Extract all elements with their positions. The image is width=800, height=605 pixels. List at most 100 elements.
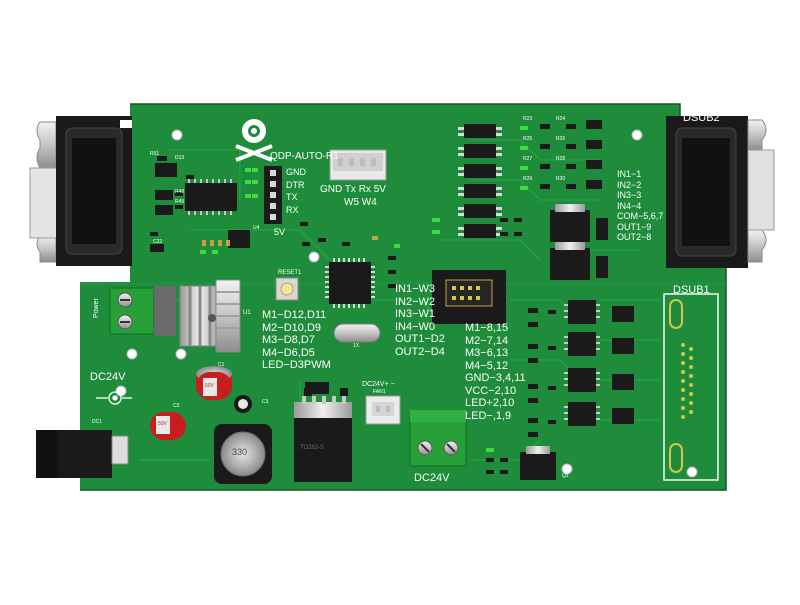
dsub1-map-line: M4−5,12 <box>465 359 509 372</box>
dsub1-map-line: M3−6,13 <box>465 347 509 359</box>
io-map-line: IN4−W0 <box>395 320 436 333</box>
dsub2-connector[interactable] <box>666 116 775 268</box>
optocoupler-array <box>432 120 602 238</box>
power-label: Power <box>93 298 100 318</box>
header-pin-list: GND DTR TX RX <box>286 166 306 216</box>
r51-ref: R51 <box>150 151 160 157</box>
motor-map-line: M3−D8,D7 <box>262 334 315 346</box>
r30-ref: R30 <box>556 176 566 182</box>
r29-ref: R29 <box>523 176 533 182</box>
dsub2-pin-map: IN1−1 IN2−2 IN3−3 IN4−4 COM−5,6,7 OUT1−9… <box>617 169 663 243</box>
motor-map-line: M2−D10,D9 <box>262 321 322 334</box>
serial-connector[interactable] <box>329 149 387 181</box>
reset-button[interactable] <box>275 277 299 301</box>
header-pin-5v: 5V <box>274 227 286 237</box>
dc24v-terminal-label: DC24V <box>414 472 450 484</box>
dsub2-label: DSUB2 <box>683 112 720 124</box>
regulator-marking: TO263-5 <box>300 445 324 451</box>
dc-jack-ref: DC1 <box>92 419 103 425</box>
fan-connector[interactable] <box>365 395 401 425</box>
mcu-chip <box>325 258 375 308</box>
dsub3-label: DSUB3 <box>79 275 100 281</box>
heatsink-regulator <box>179 279 241 353</box>
polarity-symbol <box>96 391 132 405</box>
idc-header[interactable] <box>432 270 506 324</box>
dsub1-map-line: LED−,1,9 <box>465 409 512 422</box>
q1-ref: Q1 <box>562 473 569 479</box>
header-pin: GND <box>286 167 306 177</box>
dsub2-map-line: OUT2−8 <box>617 232 652 242</box>
dsub1-pin-map: M1−8,15 M2−7,14 M3−6,13 M4−5,12 GND−3,4,… <box>465 322 526 422</box>
q1-transistor <box>486 446 556 480</box>
io-map-line: IN2−W2 <box>395 295 436 308</box>
dc-jack[interactable] <box>36 430 129 478</box>
left-logic-ics <box>150 163 250 252</box>
dsub2-map-line: IN4−4 <box>617 200 642 211</box>
r23-ref: R23 <box>523 116 533 122</box>
r49-ref: R49 <box>175 199 185 205</box>
header-pin: RX <box>286 204 299 215</box>
output-mosfets <box>550 204 608 280</box>
dsub1-label: DSUB1 <box>673 284 710 296</box>
dsub2-map-line: IN3−3 <box>617 190 642 200</box>
d13-ref: D13 <box>175 155 185 161</box>
logo-mark <box>235 119 273 162</box>
dsub1-footprint <box>663 293 719 481</box>
programming-header[interactable] <box>245 166 282 224</box>
cap-c1-ref: C1 <box>218 362 225 368</box>
fan-sub-label: FAN1 <box>373 389 386 395</box>
c22-ref: C22 <box>153 239 163 245</box>
io-map-line: OUT2−D4 <box>395 345 445 358</box>
mounting-holes <box>115 129 698 478</box>
crystal-ref: 1X <box>353 343 360 349</box>
power-inductor <box>214 424 272 484</box>
dsub1-map-line: M1−8,15 <box>465 322 509 334</box>
dsub1-map-line: M2−7,14 <box>465 334 509 347</box>
w-pin-label: W5 W4 <box>344 197 377 208</box>
mcu-ref: U4 <box>253 225 260 231</box>
r26-ref: R26 <box>556 136 566 142</box>
r48-ref: R48 <box>175 189 185 195</box>
dsub1-map-line: LED+2,10 <box>465 397 515 409</box>
r25-ref: R25 <box>523 136 533 142</box>
serial-pin-label: GND Tx Rx 5V <box>320 184 386 195</box>
inductor-marking: 330 <box>232 447 248 457</box>
reset-label: RESET1 <box>278 270 302 276</box>
io-map-line: IN1−W3 <box>395 283 436 295</box>
r24-ref: R24 <box>556 116 566 122</box>
cap-c1-marking: 50V <box>205 383 214 389</box>
smd-passives <box>150 156 400 288</box>
to263-regulator <box>294 388 352 482</box>
motor-map-line: M4−D6,D5 <box>262 346 315 359</box>
io-map-line: IN3−W1 <box>395 308 436 320</box>
cap-c3-ref: C3 <box>262 399 269 405</box>
motor-pin-map: M1−D12,D11 M2−D10,D9 M3−D8,D7 M4−D6,D5 L… <box>262 309 331 372</box>
schottky-diode <box>305 382 329 394</box>
crystal <box>333 323 381 343</box>
cap-c2-ref: C2 <box>173 403 180 409</box>
cap-c2-marking: 50V <box>158 421 167 427</box>
r27-ref: R27 <box>523 156 533 162</box>
dc-jack-label: DC24V <box>90 371 126 383</box>
io-pin-map: IN1−W3 IN2−W2 IN3−W1 IN4−W0 OUT1−D2 OUT2… <box>395 283 445 358</box>
dsub2-map-line: IN2−2 <box>617 179 642 190</box>
r28-ref: R28 <box>556 156 566 162</box>
dsub2-map-line: COM−5,6,7 <box>617 211 664 221</box>
dc24v-terminal[interactable] <box>409 410 467 467</box>
dsub2-map-line: IN1−1 <box>617 169 642 179</box>
dsub1-map-line: VCC−2,10 <box>465 384 517 397</box>
dsub2-map-line: OUT1−9 <box>617 221 652 232</box>
electrolytic-caps <box>150 366 252 440</box>
motor-map-line: M1−D12,D11 <box>262 309 327 321</box>
motor-driver-ics <box>528 300 634 437</box>
dsub1-map-line: GND−3,4,11 <box>465 372 526 384</box>
u1-ref: U1 <box>243 310 251 316</box>
fan-label: DC24V+ − <box>362 381 395 388</box>
dsub3-connector[interactable] <box>29 116 132 266</box>
prog-header-label: QDP-AUTO-R1 <box>270 151 339 162</box>
power-terminal-block[interactable] <box>109 286 176 336</box>
motor-map-line: LED−D3PWM <box>262 359 331 371</box>
io-map-line: OUT1−D2 <box>395 333 445 345</box>
